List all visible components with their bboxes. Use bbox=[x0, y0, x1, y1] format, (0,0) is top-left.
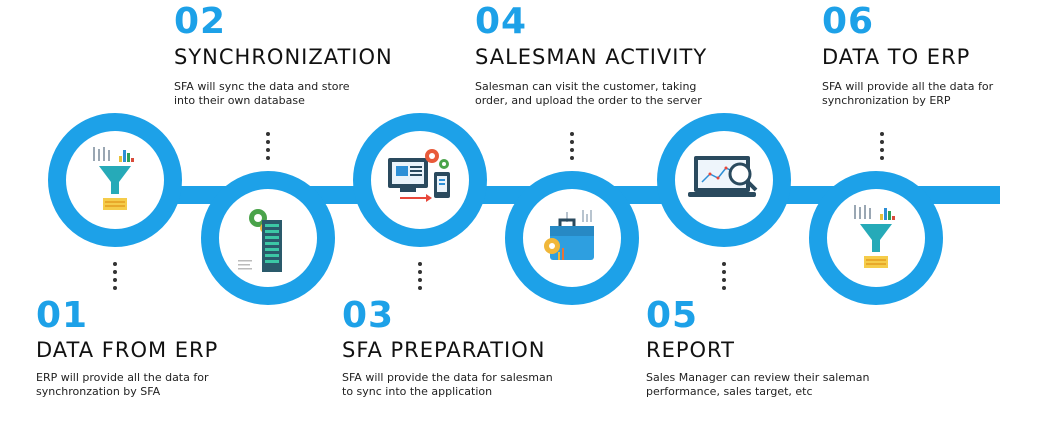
step-description-line: Sales Manager can review their saleman bbox=[646, 371, 870, 384]
step-description-line: SFA will provide the data for salesman bbox=[342, 371, 553, 384]
step-description: SFA will sync the data and store into th… bbox=[174, 80, 350, 108]
step-number: 03 bbox=[342, 295, 395, 336]
laptop-analytics-icon bbox=[688, 156, 758, 197]
step-number: 06 bbox=[822, 1, 875, 42]
step-number: 02 bbox=[174, 1, 227, 42]
step-title: SFA PREPARATION bbox=[342, 338, 546, 362]
step-description: SFA will provide the data for salesman t… bbox=[342, 371, 553, 399]
database-gear-icon bbox=[238, 209, 282, 272]
connector-dots-3 bbox=[418, 262, 422, 294]
step-description: ERP will provide all the data for synchr… bbox=[36, 371, 209, 399]
connector-dots-1 bbox=[113, 262, 117, 294]
step-description-line: ERP will provide all the data for bbox=[36, 371, 209, 384]
step-description-line: into their own database bbox=[174, 94, 305, 107]
connector-dots-4 bbox=[570, 132, 574, 164]
step-description-line: to sync into the application bbox=[342, 385, 493, 398]
step-number: 04 bbox=[475, 1, 528, 42]
step-description-line: performance, sales target, etc bbox=[646, 385, 813, 398]
step-title: REPORT bbox=[646, 338, 735, 362]
monitor-gears-icon bbox=[388, 149, 450, 202]
step-description-line: synchronzation by SFA bbox=[36, 385, 161, 398]
step-description-line: synchronization by ERP bbox=[822, 94, 951, 107]
step-description-line: order, and upload the order to the serve… bbox=[475, 94, 702, 107]
step-description-line: SFA will provide all the data for bbox=[822, 80, 994, 93]
funnel-data-icon bbox=[854, 205, 895, 268]
step-title: DATA TO ERP bbox=[822, 45, 971, 69]
step-title: DATA FROM ERP bbox=[36, 338, 219, 362]
step-description-line: SFA will sync the data and store bbox=[174, 80, 350, 93]
step-number: 05 bbox=[646, 295, 699, 336]
step-number: 01 bbox=[36, 295, 89, 336]
briefcase-icon bbox=[544, 210, 594, 260]
step-title: SALESMAN ACTIVITY bbox=[475, 45, 708, 69]
step-description: Sales Manager can review their saleman p… bbox=[646, 371, 869, 399]
funnel-data-icon bbox=[93, 147, 134, 210]
step-description: Salesman can visit the customer, taking … bbox=[475, 80, 702, 108]
step-description: SFA will provide all the data for synchr… bbox=[822, 80, 993, 108]
step-title: SYNCHRONIZATION bbox=[174, 45, 393, 69]
step-description-line: Salesman can visit the customer, taking bbox=[475, 80, 697, 93]
connector-dots-5 bbox=[722, 262, 726, 294]
connector-dots-6 bbox=[880, 132, 884, 164]
connector-dots-2 bbox=[266, 132, 270, 164]
